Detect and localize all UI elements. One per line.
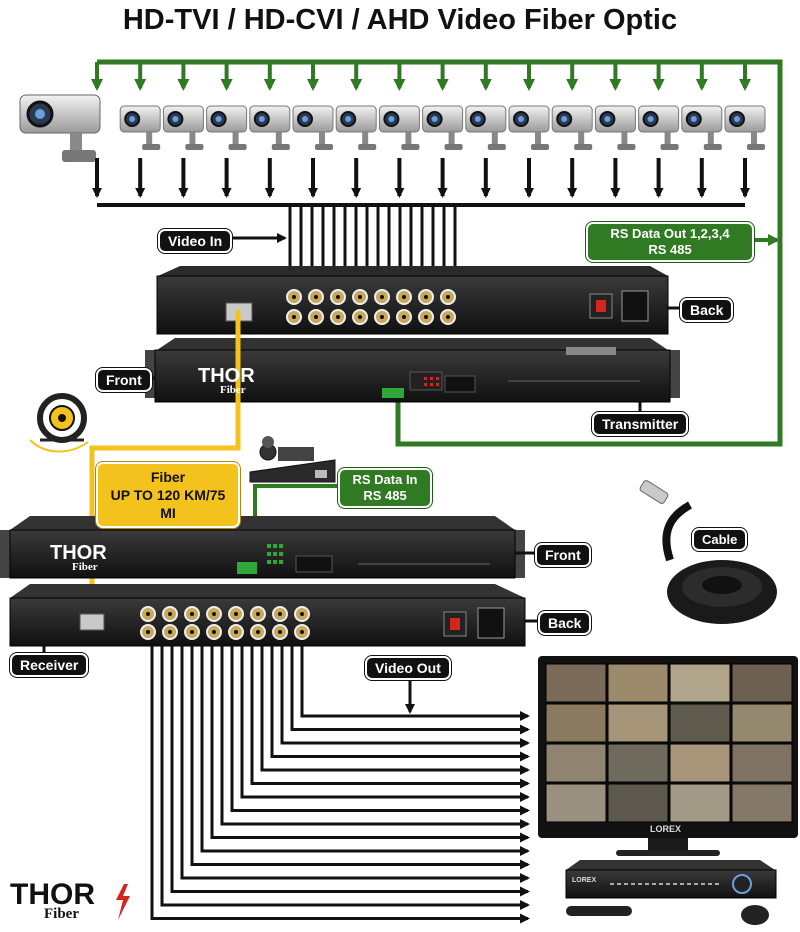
receiver-bnc-ports xyxy=(140,606,310,640)
transmitter-bnc-ports xyxy=(286,289,456,325)
cable-label: Cable xyxy=(692,528,748,551)
dvr-icon: LOREX xyxy=(565,860,777,925)
fiber-line2: UP TO 120 KM/75 MI xyxy=(110,487,226,521)
camera-row xyxy=(119,105,766,150)
footer-brand-logo: THOR Fiber xyxy=(10,878,95,923)
monitor-tile xyxy=(545,663,607,703)
rs-data-out-line2: RS 485 xyxy=(648,242,692,257)
rs-data-in-line2: RS 485 xyxy=(363,488,407,503)
camera-icon xyxy=(249,105,291,150)
back-top-label: Back xyxy=(680,298,734,322)
monitor-camera-grid xyxy=(545,663,793,823)
camera-icon xyxy=(551,105,593,150)
transmitter-label: Transmitter xyxy=(592,412,689,436)
monitor-tile xyxy=(607,703,669,743)
receiver-back-unit xyxy=(9,584,526,647)
video-out-label: Video Out xyxy=(365,656,451,680)
camera-icon xyxy=(119,105,161,150)
monitor-tile xyxy=(545,783,607,823)
camera-icon xyxy=(422,105,464,150)
video-out-line xyxy=(270,640,530,762)
monitor-tile xyxy=(545,743,607,783)
video-in-label: Video In xyxy=(158,229,233,253)
monitor-tile xyxy=(545,703,607,743)
monitor-tile xyxy=(669,743,731,783)
diagram-title: HD-TVI / HD-CVI / AHD Video Fiber Optic xyxy=(122,4,678,36)
video-out-line xyxy=(230,640,530,816)
video-out-line xyxy=(210,640,530,843)
monitor-tile xyxy=(731,663,793,703)
monitor-tile xyxy=(607,743,669,783)
video-out-line xyxy=(250,640,530,789)
video-out-line xyxy=(150,640,530,924)
back-bottom-label: Back xyxy=(538,611,592,635)
receiver-brand-name: THOR xyxy=(50,542,107,564)
rs-data-out-line1: RS Data Out 1,2,3,4 xyxy=(610,226,730,241)
camera-icon xyxy=(508,105,550,150)
camera-icon xyxy=(681,105,723,150)
camera-icon xyxy=(206,105,248,150)
coax-cable-icon xyxy=(639,480,777,624)
video-out-line xyxy=(220,640,530,829)
video-out-line xyxy=(170,640,530,897)
footer-brand-name: THOR xyxy=(10,878,95,911)
monitor-tile xyxy=(607,663,669,703)
receiver-brand-logo: THOR Fiber xyxy=(50,542,107,573)
video-out-line xyxy=(290,640,530,735)
video-out-line xyxy=(190,640,530,870)
camera-video-arrows xyxy=(92,158,750,198)
camera-icon xyxy=(724,105,766,150)
monitor-tile xyxy=(669,703,731,743)
video-out-line xyxy=(160,640,530,910)
footer-brand-sub: Fiber xyxy=(44,906,79,922)
camera-icon xyxy=(594,105,636,150)
front-top-label: Front xyxy=(96,368,152,392)
fiber-label: Fiber UP TO 120 KM/75 MI xyxy=(96,462,240,528)
monitor-icon: LOREX xyxy=(538,656,798,856)
monitor-tile xyxy=(731,783,793,823)
video-out-line xyxy=(280,640,530,748)
transmitter-brand-sub: Fiber xyxy=(220,384,246,396)
transmitter-brand-logo: THOR Fiber xyxy=(198,365,255,396)
receiver-brand-sub: Fiber xyxy=(72,561,98,573)
video-out-line xyxy=(180,640,530,883)
receiver-label: Receiver xyxy=(10,653,89,677)
video-out-line xyxy=(200,640,530,856)
camera-icon xyxy=(335,105,377,150)
camera-icon xyxy=(162,105,204,150)
monitor-brand: LOREX xyxy=(650,824,681,834)
video-out-line xyxy=(240,640,530,802)
camera-data-drops xyxy=(91,62,751,91)
dvr-brand: LOREX xyxy=(572,877,596,884)
rs-data-in-line1: RS Data In xyxy=(352,472,418,487)
monitor-tile xyxy=(731,703,793,743)
rs-data-out-label: RS Data Out 1,2,3,4 RS 485 xyxy=(586,222,754,262)
transmitter-back-unit xyxy=(156,266,669,335)
front-bottom-label: Front xyxy=(535,543,591,567)
transmitter-brand-name: THOR xyxy=(198,365,255,387)
lightning-icon xyxy=(112,884,132,920)
fiber-reel-icon xyxy=(29,393,89,453)
camera-icon xyxy=(465,105,507,150)
main-camera-icon xyxy=(19,94,101,162)
video-out-line xyxy=(300,640,530,721)
monitor-tile xyxy=(731,743,793,783)
monitor-tile xyxy=(607,783,669,823)
camera-icon xyxy=(378,105,420,150)
transmitter-front-unit xyxy=(145,338,680,403)
video-out-line xyxy=(260,640,530,775)
camera-icon xyxy=(292,105,334,150)
camera-icon xyxy=(638,105,680,150)
rs-data-in-label: RS Data In RS 485 xyxy=(338,468,432,508)
ptz-keyboard-icon xyxy=(249,436,336,483)
monitor-tile xyxy=(669,783,731,823)
fiber-line1: Fiber xyxy=(150,469,186,485)
video-out-lines xyxy=(150,640,530,924)
monitor-tile xyxy=(669,663,731,703)
